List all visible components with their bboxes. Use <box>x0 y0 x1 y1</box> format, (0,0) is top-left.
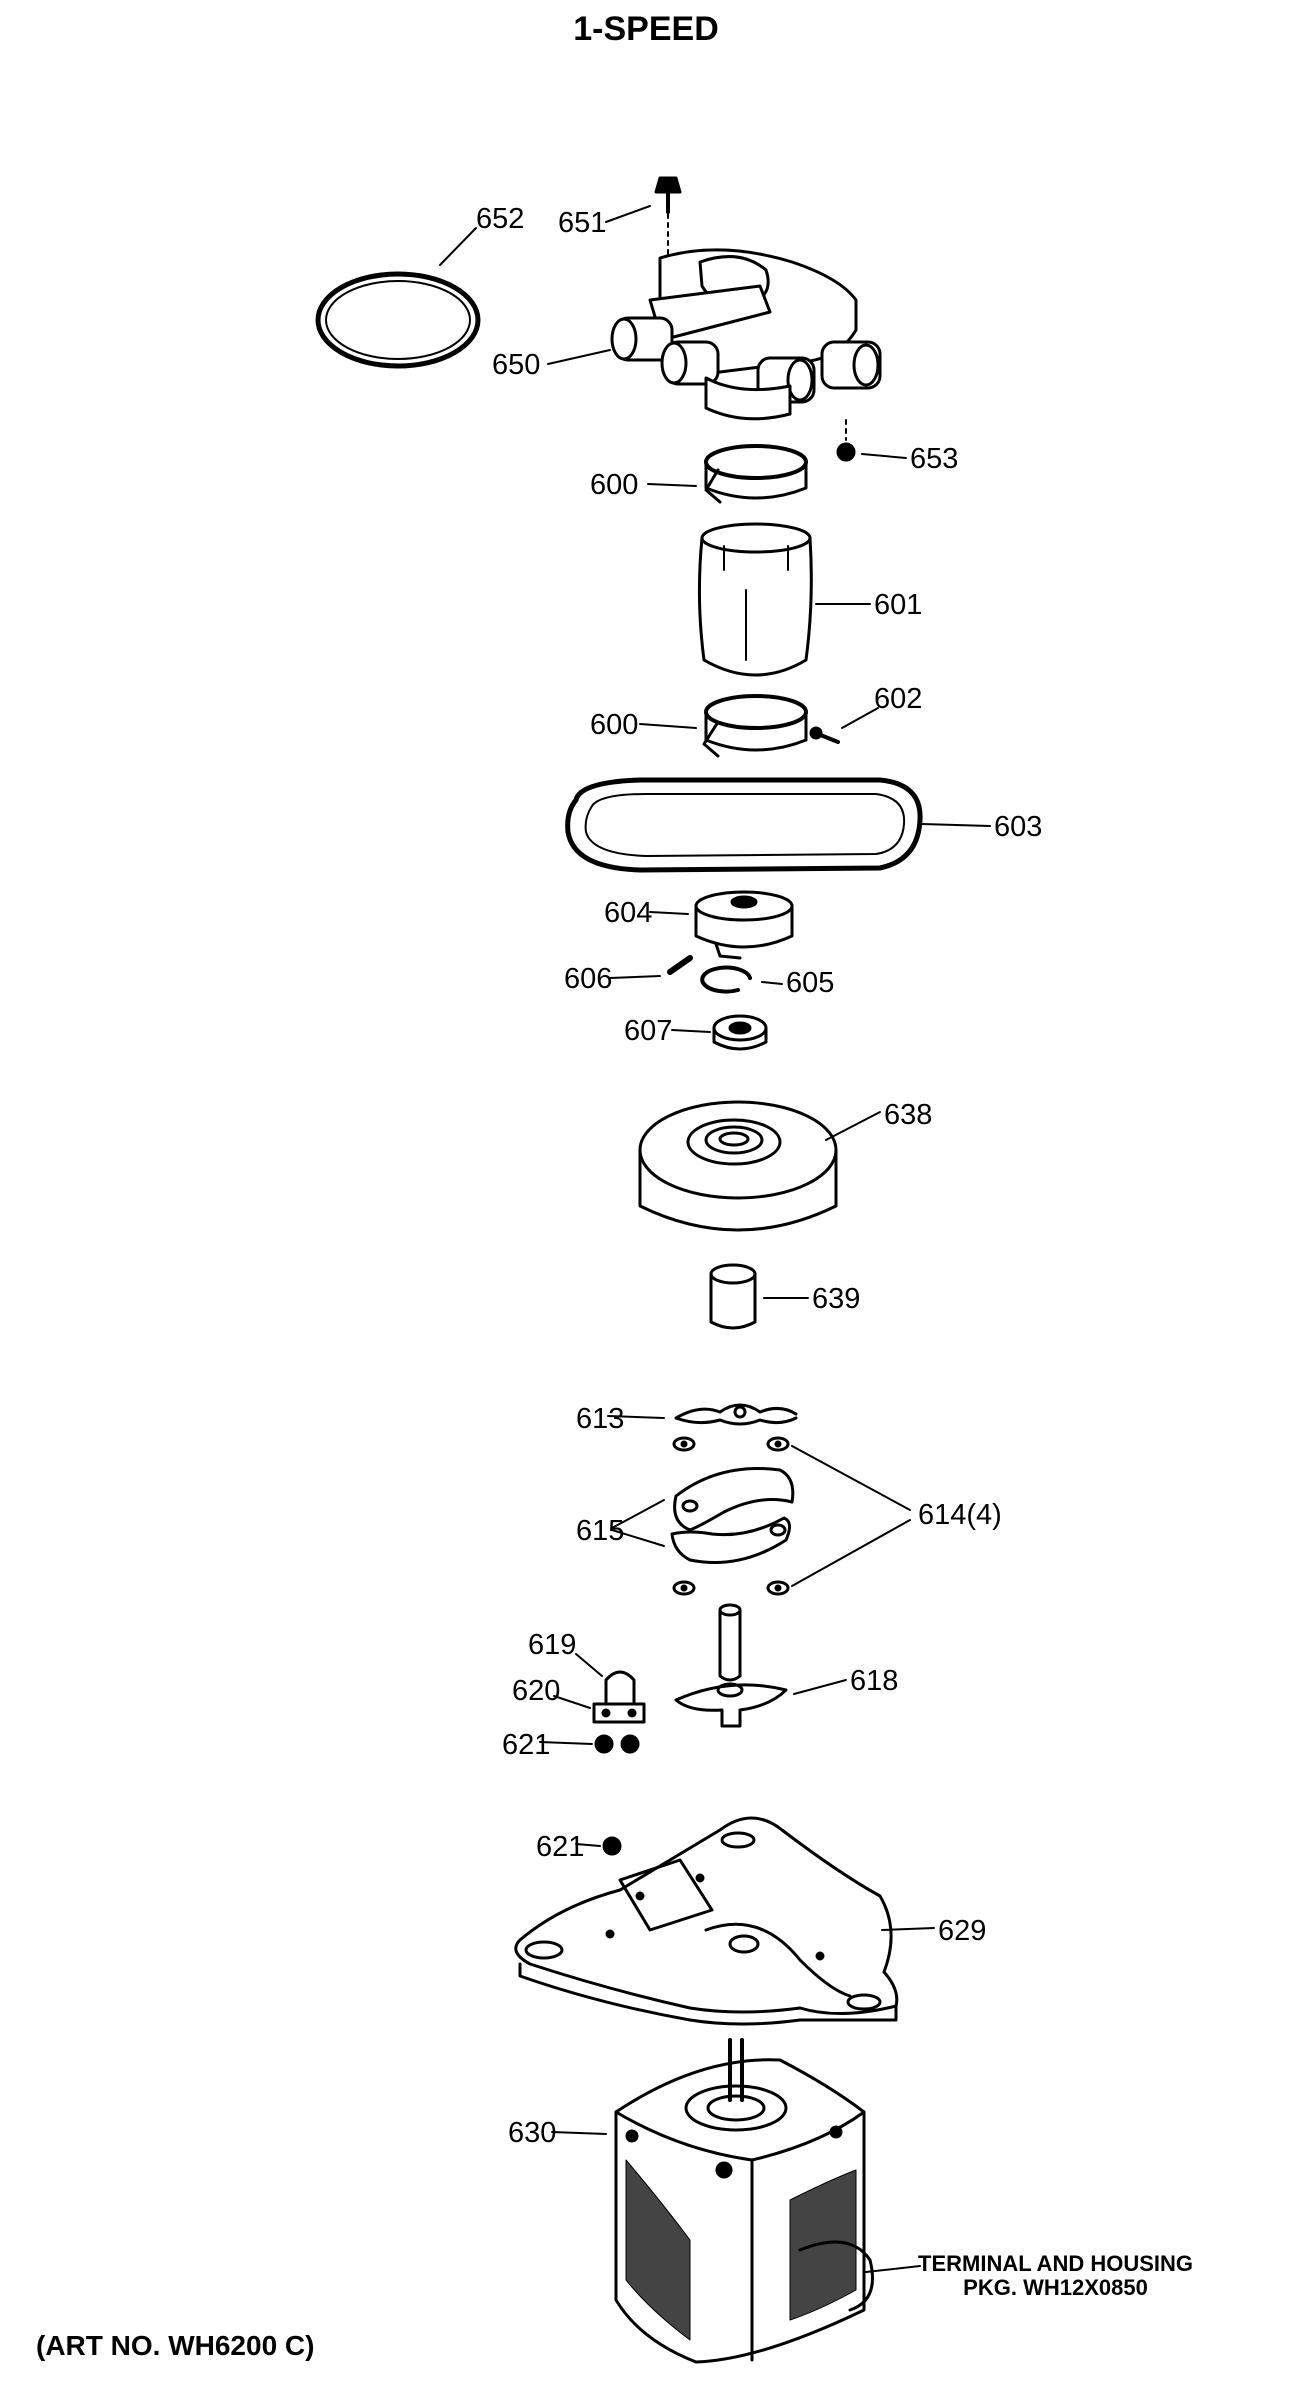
label-614: 614(4) <box>918 1499 1002 1531</box>
label-613: 613 <box>576 1403 624 1435</box>
part-652-ring-belt <box>315 227 481 369</box>
label-600-upper: 600 <box>590 469 638 501</box>
label-619: 619 <box>528 1629 576 1661</box>
part-653-screw <box>836 419 907 462</box>
label-639: 639 <box>812 1283 860 1315</box>
label-621-pair: 621 <box>502 1729 550 1761</box>
label-650: 650 <box>492 349 540 381</box>
part-618-hub <box>674 1603 847 1728</box>
part-650-pump <box>547 248 882 421</box>
label-605: 605 <box>786 967 834 999</box>
part-620-plate <box>553 1695 646 1724</box>
label-651: 651 <box>558 207 606 239</box>
part-619-u-bolt <box>575 1653 636 1704</box>
terminal-note-line2: PKG. WH12X0850 <box>963 2275 1148 2300</box>
part-651-screw <box>605 176 682 256</box>
part-630-motor <box>551 2038 921 2364</box>
terminal-housing-note: TERMINAL AND HOUSING PKG. WH12X0850 <box>918 2252 1193 2300</box>
label-618: 618 <box>850 1665 898 1697</box>
label-607: 607 <box>624 1015 672 1047</box>
part-602-screw <box>809 707 879 744</box>
label-652: 652 <box>476 203 524 235</box>
part-614-washers <box>672 1436 911 1596</box>
label-600-lower: 600 <box>590 709 638 741</box>
label-601: 601 <box>874 589 922 621</box>
part-621-nuts <box>539 1734 640 1754</box>
label-621-single: 621 <box>536 1831 584 1863</box>
part-615-shoes <box>611 1466 795 1564</box>
art-number: (ART NO. WH6200 C) <box>36 2330 315 2361</box>
label-606: 606 <box>564 963 612 995</box>
label-603: 603 <box>994 811 1042 843</box>
label-638: 638 <box>884 1099 932 1131</box>
part-604-pulley <box>649 890 794 960</box>
part-603-drive-belt <box>565 777 991 873</box>
part-600-upper-clamp <box>647 444 808 504</box>
label-615: 615 <box>576 1515 624 1547</box>
label-602: 602 <box>874 683 922 715</box>
label-604: 604 <box>604 897 652 929</box>
part-601-hose <box>697 522 871 677</box>
part-607-bearing <box>671 1014 768 1051</box>
part-621-nut <box>575 1836 622 1856</box>
diagram-title: 1-SPEED <box>573 10 719 48</box>
part-605-retaining-ring <box>700 965 783 994</box>
label-620: 620 <box>512 1675 560 1707</box>
label-629: 629 <box>938 1915 986 1947</box>
part-613-clip <box>607 1403 798 1426</box>
part-639-spacer <box>709 1263 809 1330</box>
label-630: 630 <box>508 2117 556 2149</box>
part-629-mounting-plate <box>514 1816 935 2026</box>
part-638-pulley <box>638 1100 881 1232</box>
terminal-note-line1: TERMINAL AND HOUSING <box>918 2251 1193 2276</box>
part-606-pin <box>609 955 693 979</box>
part-600-lower-clamp <box>639 694 808 758</box>
label-653: 653 <box>910 443 958 475</box>
